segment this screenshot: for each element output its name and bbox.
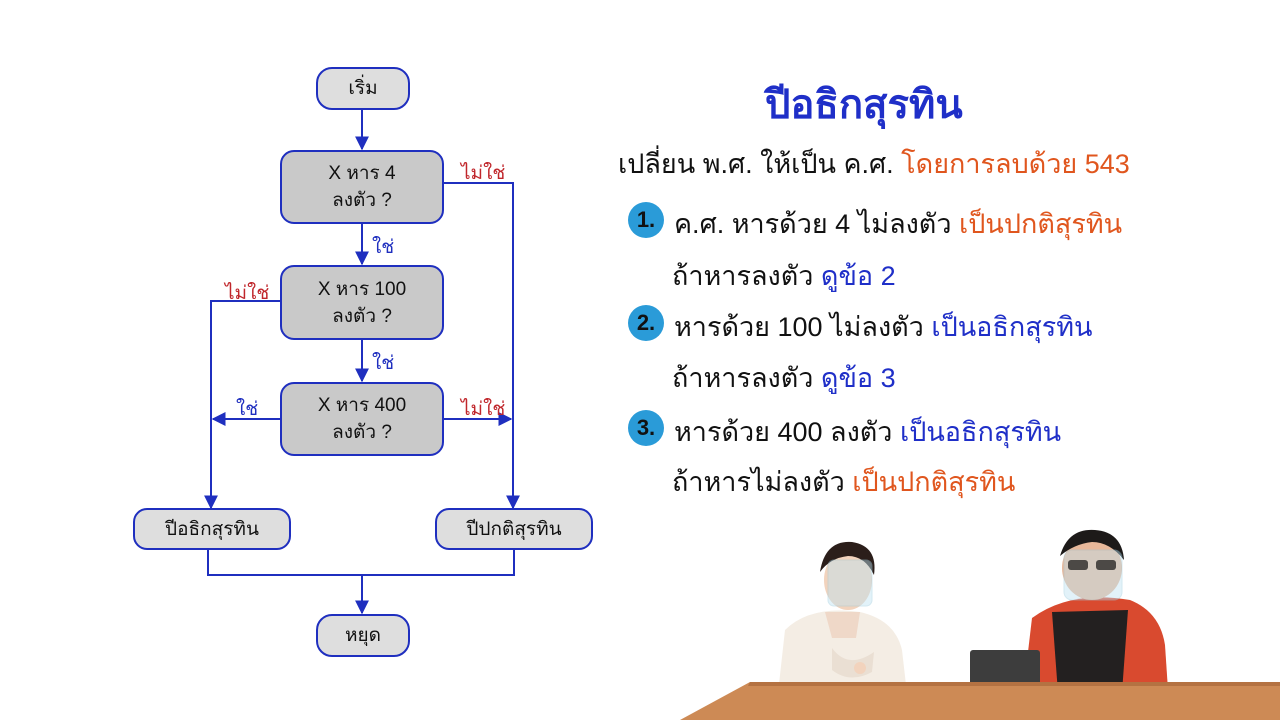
arrow-d2-no <box>204 300 280 510</box>
rule-2-badge: 2. <box>628 305 664 341</box>
tablet-icon <box>970 650 1040 690</box>
rule-1-sub-highlight: ดูข้อ 2 <box>820 261 896 291</box>
rule-1-sub-line: ถ้าหารลงตัว ดูข้อ 2 <box>672 254 896 297</box>
rule-3-highlight: เป็นอธิกสุรทิน <box>899 417 1062 447</box>
rule-1-sub-text: ถ้าหารลงตัว <box>672 261 814 291</box>
start-node: เริ่ม <box>316 67 410 110</box>
d1-yes-label: ใช่ <box>372 237 395 258</box>
rule-2-sub-text: ถ้าหารลงตัว <box>672 363 814 393</box>
rule-2-sub-line: ถ้าหารลงตัว ดูข้อ 3 <box>672 356 896 399</box>
leap-year-node: ปีอธิกสุรทิน <box>133 508 291 550</box>
rule-2-highlight: เป็นอธิกสุรทิน <box>931 312 1093 342</box>
d3-yes-label: ใช่ <box>236 399 259 420</box>
decision-divisible-by-100: X หาร 100 ลงตัว ? <box>280 265 444 340</box>
d3-no-label: ไม่ใช่ <box>461 399 506 420</box>
rule-2-text: หารด้วย 100 ไม่ลงตัว <box>674 312 924 342</box>
rule-3-sub-highlight: เป็นปกติสุรทิน <box>852 467 1016 497</box>
rule-1-highlight: เป็นปกติสุรทิน <box>959 209 1123 239</box>
rule-3-sub-line: ถ้าหารไม่ลงตัว เป็นปกติสุรทิน <box>672 460 1015 503</box>
rule-3-badge: 3. <box>628 410 664 446</box>
presenters-illustration <box>680 529 1280 720</box>
rule-2-line: หารด้วย 100 ไม่ลงตัว เป็นอธิกสุรทิน <box>674 305 1092 348</box>
flowchart-connectors <box>204 109 520 615</box>
arrow-d1-no <box>444 182 520 510</box>
page-title: ปีอธิกสุรทิน <box>765 83 963 127</box>
stop-node: หยุด <box>316 614 410 657</box>
intro-text: เปลี่ยน พ.ศ. ให้เป็น ค.ศ. <box>618 149 894 179</box>
rule-3-sub-text: ถ้าหารไม่ลงตัว <box>672 467 845 497</box>
rule-1-line: ค.ศ. หารด้วย 4 ไม่ลงตัว เป็นปกติสุรทิน <box>674 202 1122 245</box>
d1-no-label: ไม่ใช่ <box>461 163 506 184</box>
leap-year-flowchart: เริ่ม X หาร 4 ลงตัว ? X หาร 100 ลงตัว ? … <box>133 67 593 657</box>
intro-highlight: โดยการลบด้วย 543 <box>901 149 1130 179</box>
rule-3-line: หารด้วย 400 ลงตัว เป็นอธิกสุรทิน <box>674 410 1061 453</box>
decision-divisible-by-4: X หาร 4 ลงตัว ? <box>280 150 444 224</box>
rule-3-text: หารด้วย 400 ลงตัว <box>674 417 893 447</box>
rule-1-badge: 1. <box>628 202 664 238</box>
intro-line: เปลี่ยน พ.ศ. ให้เป็น ค.ศ. โดยการลบด้วย 5… <box>618 142 1130 185</box>
rule-2-sub-highlight: ดูข้อ 3 <box>820 363 896 393</box>
desk <box>680 682 1280 720</box>
rule-1-text: ค.ศ. หารด้วย 4 ไม่ลงตัว <box>674 209 952 239</box>
merge-line <box>207 549 515 576</box>
d2-yes-label: ใช่ <box>372 353 395 374</box>
common-year-node: ปีปกติสุรทิน <box>435 508 593 550</box>
d2-no-label: ไม่ใช่ <box>225 283 270 304</box>
decision-divisible-by-400: X หาร 400 ลงตัว ? <box>280 382 444 456</box>
